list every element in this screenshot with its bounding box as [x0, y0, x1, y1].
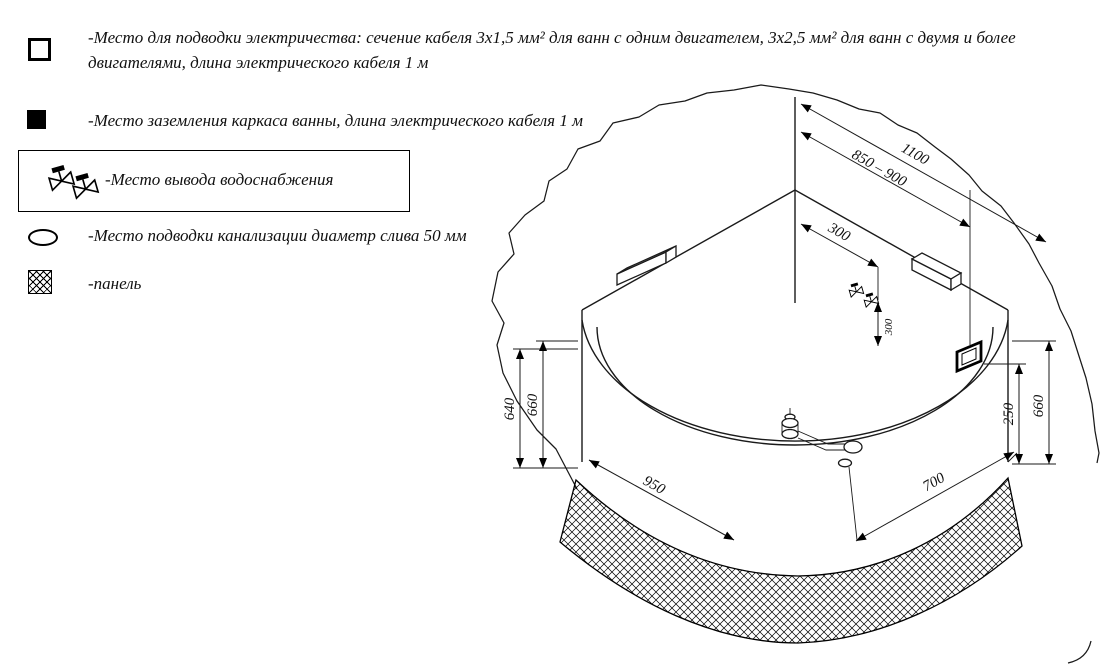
legend-electricity-label: -Место для подводки электричества: сечен… — [88, 28, 1016, 72]
dimension-lines — [516, 103, 1053, 542]
water-supply-legend-box: -Место вывода водоснабжения — [18, 150, 410, 212]
dim-640: 640 — [502, 397, 518, 420]
front-panel-hatched — [559, 476, 1023, 644]
legend-water-label: -Место вывода водоснабжения — [105, 170, 334, 189]
room-corner-and-bathtub — [581, 97, 1009, 462]
dim-1100: 1100 — [898, 140, 931, 168]
legend-drain-label: -Место подводки канализации диаметр слив… — [88, 226, 467, 245]
dim-660-left: 660 — [525, 393, 541, 416]
drain-symbol-icon — [28, 229, 58, 246]
left-grab-bar — [616, 244, 677, 287]
dim-300-top: 300 — [824, 220, 853, 246]
right-grab-bar — [910, 252, 963, 292]
legend-grounding-label: -Место заземления каркаса ванны, длина э… — [88, 111, 583, 130]
dim-250: 250 — [1001, 402, 1017, 425]
drain-siphon — [781, 408, 863, 468]
bathtub-rim-outer — [581, 319, 1009, 442]
grounding-symbol-icon — [27, 110, 46, 129]
legend-panel-label: -панель — [88, 274, 142, 293]
panel-symbol-icon — [28, 270, 52, 294]
electricity-symbol-icon — [28, 38, 51, 61]
wall-water-valves-icon — [847, 281, 880, 308]
wall-break-outline — [491, 84, 1100, 664]
bathtub-rim-inner — [596, 326, 994, 446]
dim-300-vertical: 300 — [883, 318, 895, 336]
dim-660-right: 660 — [1031, 394, 1047, 417]
sewer-outlet-oval — [837, 458, 853, 468]
dim-950: 950 — [640, 473, 668, 498]
siphon-flange — [843, 440, 863, 454]
